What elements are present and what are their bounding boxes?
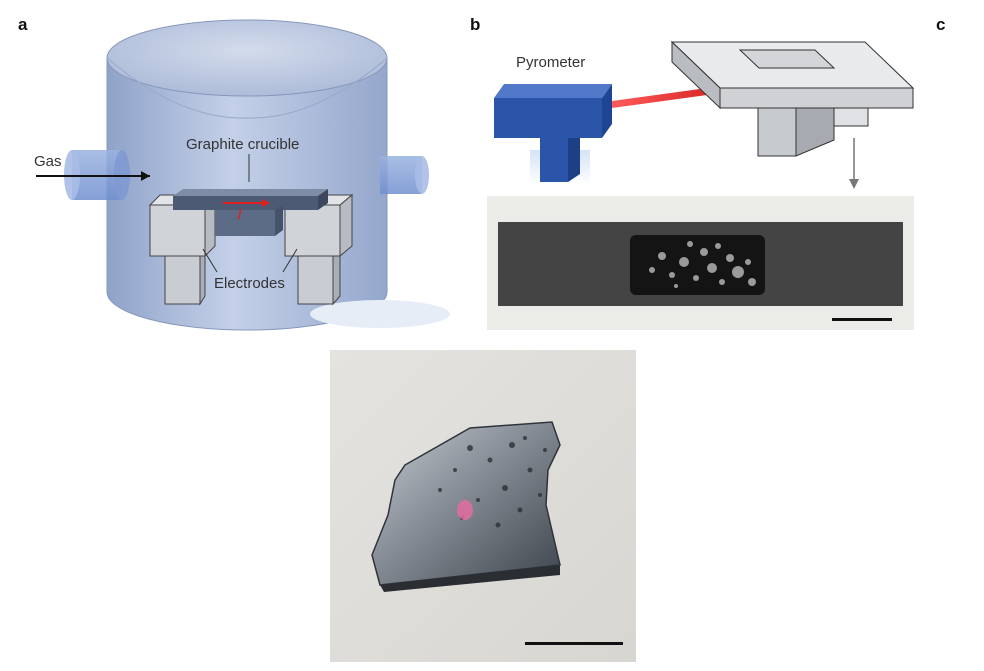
boat-photo (487, 196, 914, 330)
downward-arrowhead (849, 179, 859, 189)
current-arrowhead (262, 199, 270, 207)
graphite-boat (670, 40, 915, 157)
electrodes-label: Electrodes (214, 275, 285, 292)
pyrometer (494, 84, 612, 185)
gas-flow-arrowhead (141, 171, 150, 181)
current-label: I (237, 207, 242, 223)
gas-outlet-pipe (380, 156, 429, 194)
panel-b-letter: b (470, 15, 481, 34)
panel-a-letter: a (18, 15, 28, 34)
scale-bar-boat (832, 318, 892, 321)
scale-bar-sample (525, 642, 623, 645)
panel-c-letter: c (936, 15, 946, 34)
sample-pieces (649, 241, 756, 288)
sample-photo (330, 350, 636, 662)
electrodes-leader-right (282, 248, 298, 273)
crucible-label: Graphite crucible (186, 136, 300, 153)
graphite-crucible (173, 189, 328, 236)
electrodes-leader-left (202, 248, 218, 273)
pyrometer-label: Pyrometer (516, 54, 586, 71)
gas-label: Gas (34, 153, 62, 170)
pink-label-mark (457, 500, 473, 520)
